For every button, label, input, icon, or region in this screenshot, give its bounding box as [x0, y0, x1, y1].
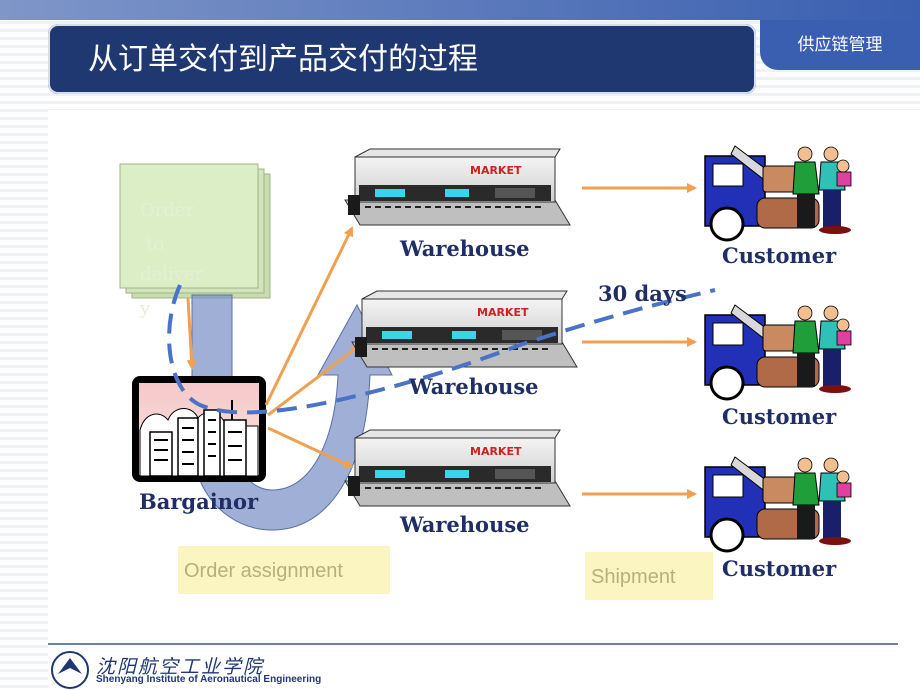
- order-assignment-tag: Order assignment: [178, 546, 390, 594]
- customer-3-label: Customer: [722, 556, 837, 581]
- institution-name-chinese: 沈阳航空工业学院: [96, 656, 265, 678]
- order-note: Order to deliver y: [119, 163, 271, 319]
- customer-3-image: [703, 455, 853, 553]
- duration-label: 30 days: [598, 281, 687, 306]
- order-note-line-2: to: [146, 234, 164, 255]
- left-stripe-decoration: [0, 0, 48, 690]
- warehouse-2-image: [351, 290, 578, 368]
- section-tab: 供应链管理: [760, 20, 920, 70]
- warehouse-3-sign: MARKET: [470, 445, 522, 458]
- order-note-line-1: Order: [140, 200, 195, 221]
- customer-1-image: [703, 144, 853, 242]
- order-note-line-4: y: [139, 298, 151, 319]
- arrow-bargainor-to-warehouse-3: [267, 426, 354, 469]
- arrow-bargainor-to-warehouse-2: [267, 343, 362, 417]
- shipment-tag: Shipment: [585, 552, 713, 600]
- page-title: 从订单交付到产品交付的过程: [88, 42, 478, 77]
- bargainor-icon: [132, 376, 266, 482]
- order-note-line-3: deliver: [140, 264, 204, 285]
- bargainor-label: Bargainor: [139, 489, 259, 514]
- thirty-days-dashed-path: [167, 284, 716, 415]
- warehouse-3-image: [344, 429, 571, 507]
- arrow-bargainor-to-warehouse-1: [264, 226, 354, 406]
- warehouse-2-sign: MARKET: [477, 306, 529, 319]
- arrow-order-to-bargainor: [186, 297, 197, 370]
- customer-2-label: Customer: [722, 404, 837, 429]
- warehouse-3-label: Warehouse: [400, 512, 530, 537]
- customer-2-image: [703, 303, 853, 401]
- institution-name-english: Shenyang Institute of Aeronautical Engin…: [96, 674, 322, 685]
- warehouse-2-label: Warehouse: [409, 374, 539, 399]
- warehouse-1-sign: MARKET: [470, 164, 522, 177]
- customer-1-label: Customer: [722, 243, 837, 268]
- top-blue-band: [0, 0, 920, 20]
- title-bar: 从订单交付到产品交付的过程: [48, 24, 756, 94]
- section-label: 供应链管理: [797, 35, 883, 55]
- warehouse-1-label: Warehouse: [400, 236, 530, 261]
- order-assignment-arrow: [191, 294, 393, 531]
- warehouse-1-image: [344, 148, 571, 226]
- institute-logo-icon: [51, 651, 89, 689]
- footer-divider: [48, 643, 898, 645]
